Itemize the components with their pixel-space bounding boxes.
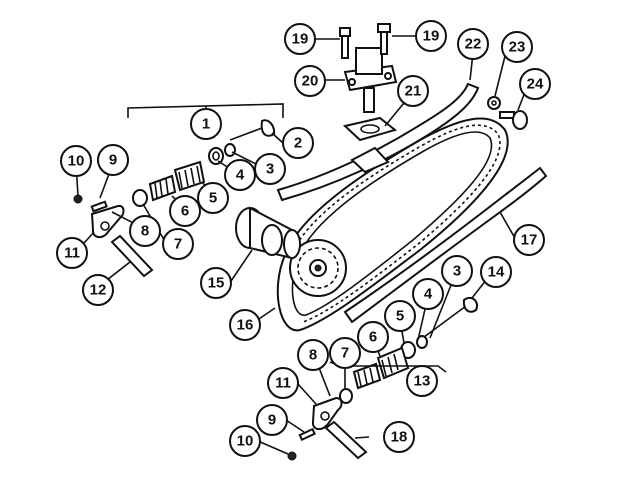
svg-text:20: 20 <box>302 73 319 90</box>
callout-11a: 11 <box>56 237 88 269</box>
callout-3a: 3 <box>254 153 286 185</box>
svg-text:12: 12 <box>90 282 107 299</box>
bolt-left <box>339 27 351 59</box>
svg-text:6: 6 <box>369 329 377 346</box>
callout-9a: 9 <box>97 144 129 176</box>
svg-text:3: 3 <box>453 263 461 280</box>
svg-text:5: 5 <box>396 308 404 325</box>
svg-text:8: 8 <box>141 223 149 240</box>
lower-spring-retainer <box>339 388 353 404</box>
callout-15: 15 <box>200 267 232 299</box>
lower-valve-seal <box>416 335 428 349</box>
callout-10a: 10 <box>60 145 92 177</box>
callout-9b: 9 <box>256 404 288 436</box>
callout-5b: 5 <box>384 300 416 332</box>
callout-5a: 5 <box>197 182 229 214</box>
callout-10b: 10 <box>229 425 261 457</box>
callout-6b: 6 <box>357 321 389 353</box>
bolt-right <box>377 23 391 55</box>
callout-23: 23 <box>501 31 533 63</box>
callout-11b: 11 <box>267 367 299 399</box>
callout-3b: 3 <box>441 255 473 287</box>
svg-text:14: 14 <box>488 264 505 281</box>
svg-text:1: 1 <box>202 116 210 133</box>
svg-text:17: 17 <box>521 232 538 249</box>
svg-text:19: 19 <box>423 28 440 45</box>
svg-text:19: 19 <box>292 31 309 48</box>
lower-lock-nut <box>287 451 297 461</box>
callout-24: 24 <box>519 68 551 100</box>
svg-text:21: 21 <box>405 83 422 100</box>
callout-18: 18 <box>383 421 415 453</box>
svg-text:7: 7 <box>341 345 349 362</box>
callout-19a: 19 <box>284 23 316 55</box>
svg-text:24: 24 <box>527 76 544 93</box>
svg-text:10: 10 <box>68 153 85 170</box>
callout-13: 13 <box>406 365 438 397</box>
tensioner-gasket <box>342 116 398 142</box>
lower-adjuster-screw <box>298 427 316 442</box>
leader-lines <box>74 35 530 455</box>
sealing-washer <box>487 96 501 110</box>
lower-rocker-arm <box>311 396 343 430</box>
svg-text:5: 5 <box>209 190 217 207</box>
callout-19b: 19 <box>415 20 447 52</box>
svg-text:11: 11 <box>275 375 291 392</box>
callout-7b: 7 <box>329 337 361 369</box>
lower-rocker-shaft <box>324 420 368 460</box>
svg-text:7: 7 <box>174 236 182 253</box>
callout-4b: 4 <box>412 278 444 310</box>
callout-17: 17 <box>513 224 545 256</box>
callout-21: 21 <box>397 75 429 107</box>
svg-text:16: 16 <box>237 317 254 334</box>
callout-6a: 6 <box>169 195 201 227</box>
upper-spring-retainer <box>132 189 148 207</box>
svg-text:23: 23 <box>509 39 526 56</box>
svg-text:15: 15 <box>208 275 225 292</box>
svg-text:9: 9 <box>268 412 276 429</box>
callout-8a: 8 <box>129 215 161 247</box>
svg-text:4: 4 <box>236 167 245 184</box>
callout-1: 1 <box>190 108 222 140</box>
svg-text:22: 22 <box>465 36 482 53</box>
upper-valve-springs <box>148 160 206 202</box>
callout-16: 16 <box>229 309 261 341</box>
callout-4a: 4 <box>224 159 256 191</box>
camshaft-sprocket <box>289 239 347 297</box>
svg-text:10: 10 <box>237 433 254 450</box>
svg-text:4: 4 <box>424 286 433 303</box>
upper-rocker-shaft <box>110 234 154 278</box>
svg-text:18: 18 <box>391 429 408 446</box>
callout-2: 2 <box>282 127 314 159</box>
callout-14: 14 <box>480 256 512 288</box>
upper-adjuster-screw <box>90 200 108 213</box>
lower-valve-springs <box>352 346 410 390</box>
callout-8b: 8 <box>297 339 329 371</box>
svg-text:6: 6 <box>181 203 189 220</box>
chain-tensioner <box>343 47 398 113</box>
svg-text:2: 2 <box>294 135 302 152</box>
upper-valve-seal <box>224 143 236 157</box>
upper-lock-nut <box>73 194 83 204</box>
svg-text:13: 13 <box>414 373 431 390</box>
svg-text:11: 11 <box>64 245 80 262</box>
lower-valve <box>419 296 478 341</box>
tensioner-blade <box>276 82 480 202</box>
chain-guide <box>343 166 548 324</box>
plug-bolt <box>499 110 528 130</box>
svg-text:9: 9 <box>109 152 117 169</box>
camshaft <box>235 206 301 260</box>
upper-spring-seat <box>208 147 224 165</box>
upper-valve <box>229 119 276 141</box>
callout-20: 20 <box>294 65 326 97</box>
callout-22: 22 <box>457 28 489 60</box>
callout-12: 12 <box>82 274 114 306</box>
svg-text:3: 3 <box>266 161 274 178</box>
svg-text:8: 8 <box>309 347 317 364</box>
callout-7a: 7 <box>162 228 194 260</box>
